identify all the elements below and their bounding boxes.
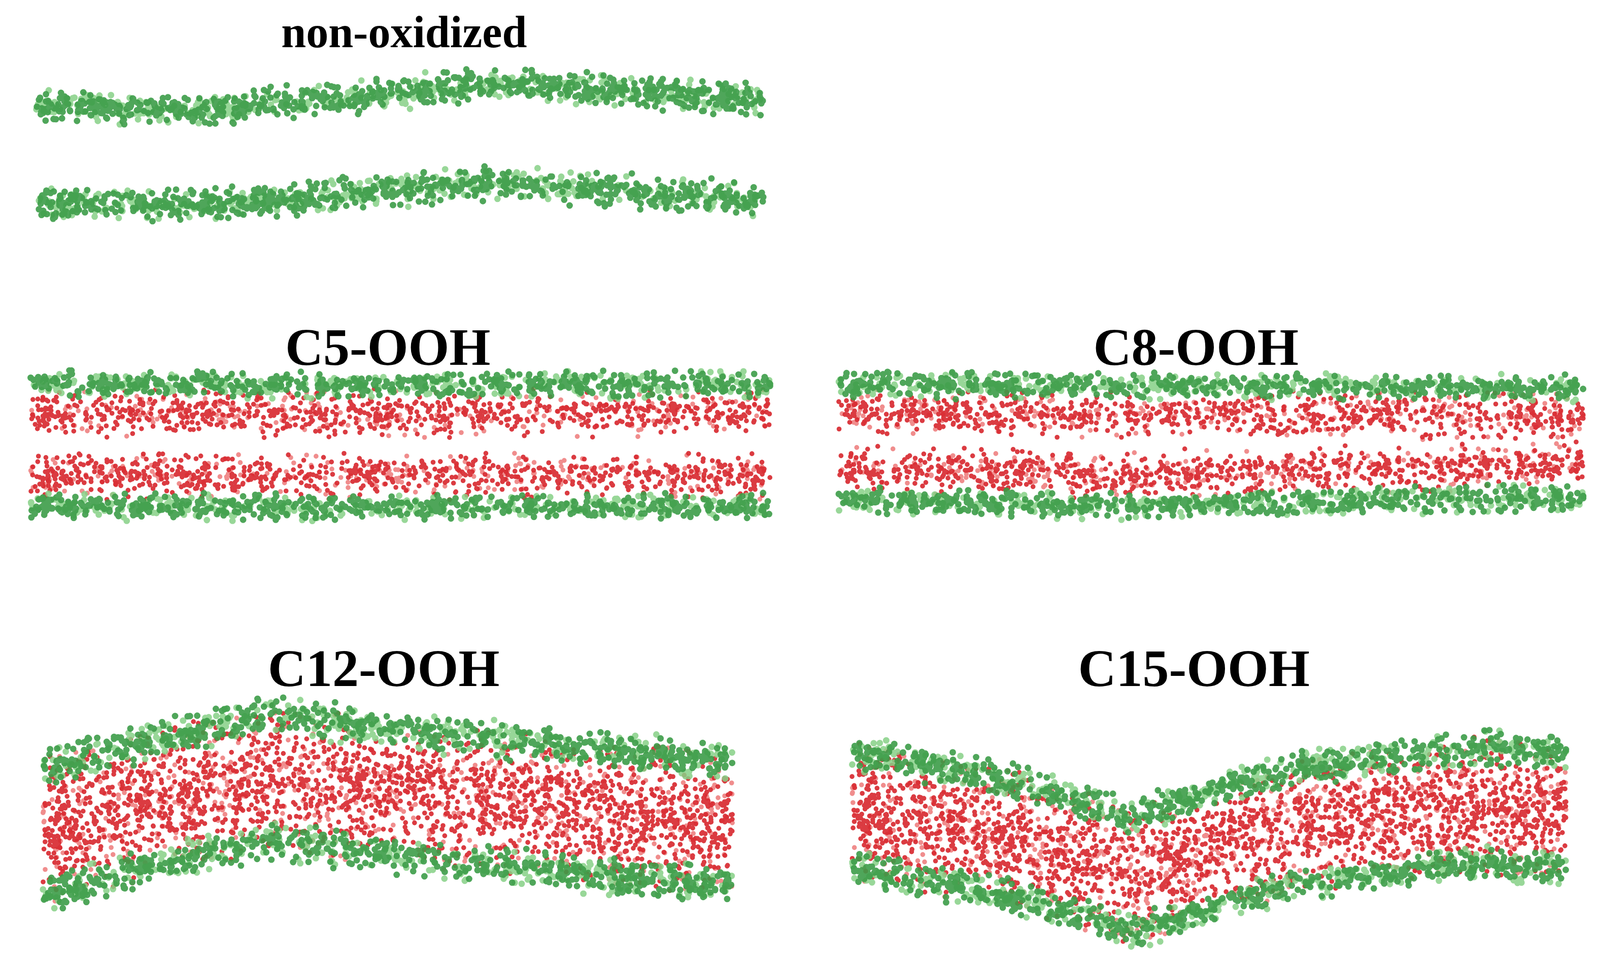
- panel-title: C8-OOH: [1093, 320, 1299, 374]
- panel-title: C15-OOH: [1077, 641, 1310, 695]
- panel-title: C12-OOH: [267, 641, 500, 695]
- phosphate-atoms: [27, 65, 1587, 948]
- oxidized-lipid-atoms: [28, 386, 1586, 944]
- panel-title: non-oxidized: [281, 10, 527, 55]
- panel-title: C5-OOH: [285, 320, 491, 374]
